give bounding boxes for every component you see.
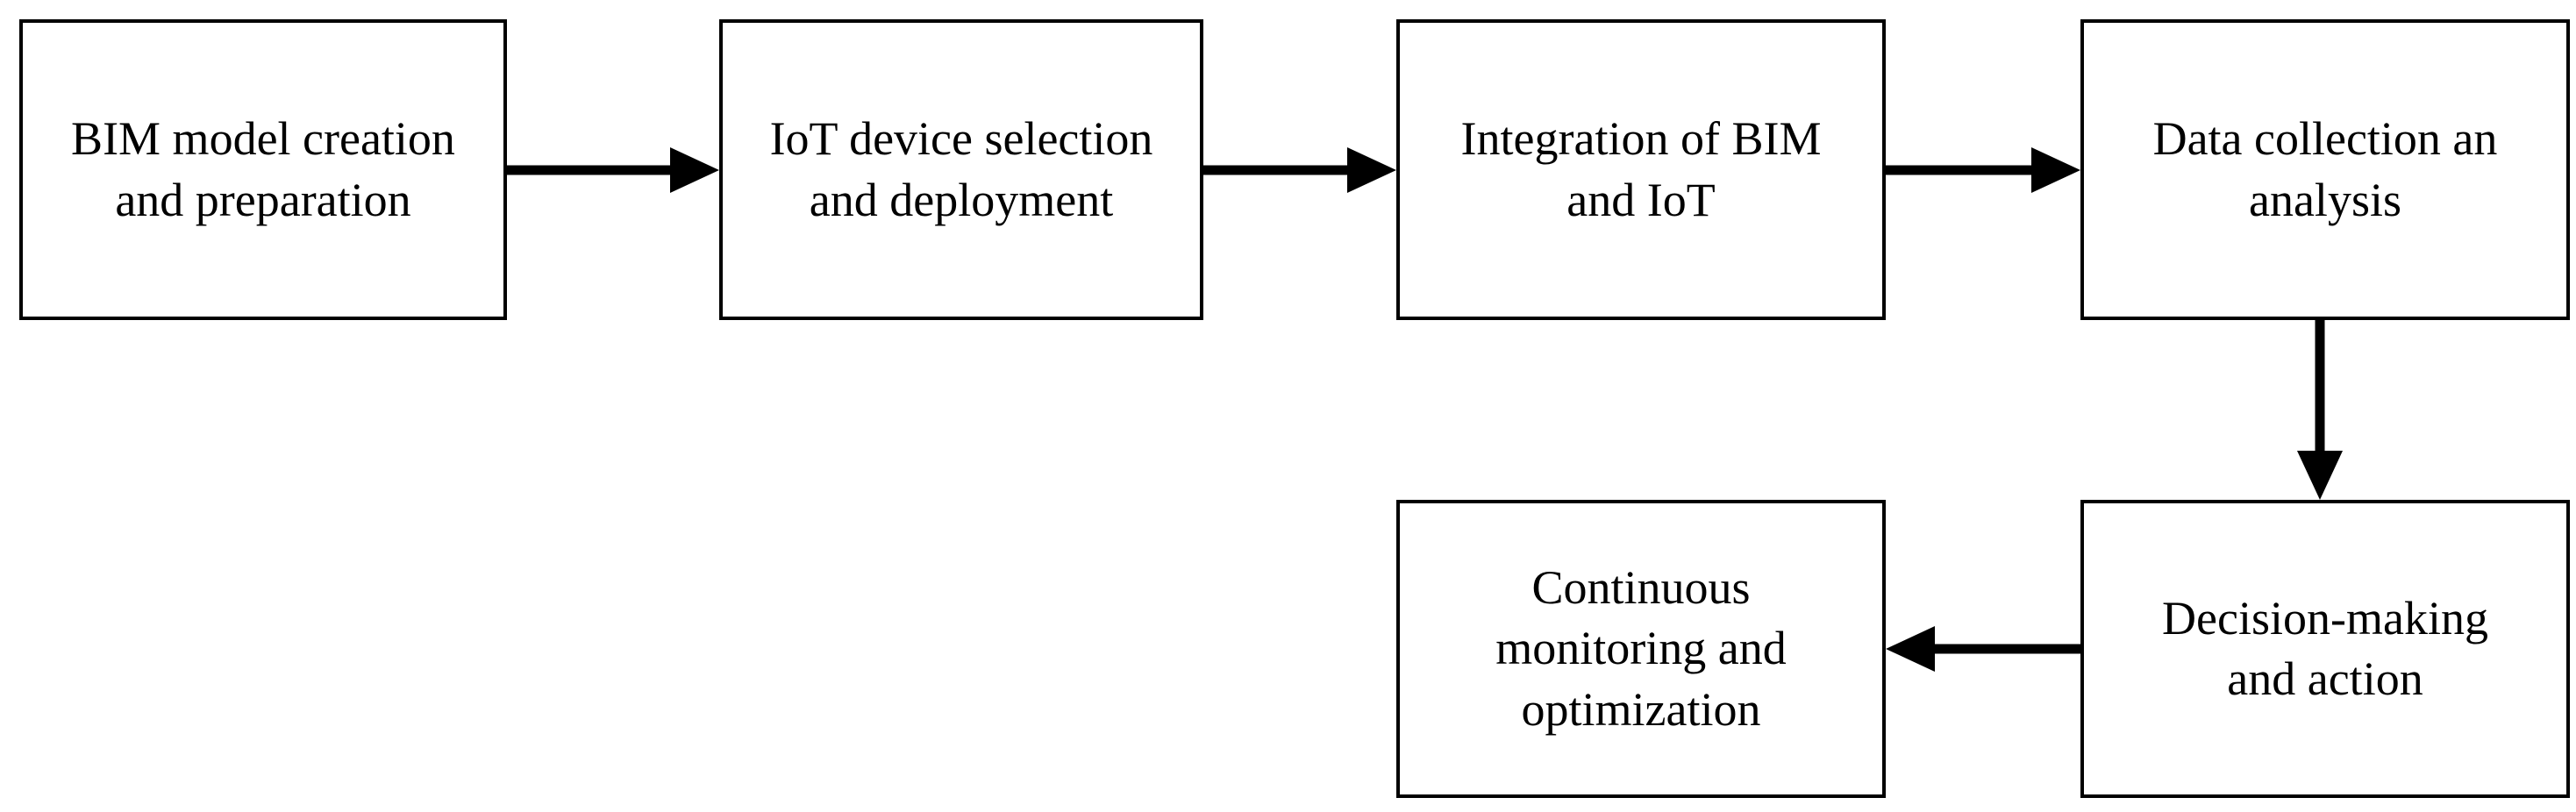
arrow-right-icon [507,147,719,193]
node-label: Continuous monitoring and optimization [1495,561,1787,736]
node-label: Data collection an analysis [2152,112,2498,226]
node-bim-model-creation[interactable]: BIM model creation and preparation [19,19,507,320]
node-decision-making-action[interactable]: Decision-making and action [2080,500,2570,798]
node-iot-device-selection[interactable]: IoT device selection and deployment [719,19,1203,320]
node-integration-bim-iot[interactable]: Integration of BIM and IoT [1396,19,1886,320]
node-label: Integration of BIM and IoT [1460,112,1822,226]
arrow-right-icon [1886,147,2080,193]
arrow-left-icon [1886,626,2080,672]
node-label: IoT device selection and deployment [769,112,1153,226]
node-data-collection-analysis[interactable]: Data collection an analysis [2080,19,2570,320]
node-continuous-monitoring[interactable]: Continuous monitoring and optimization [1396,500,1886,798]
node-label: BIM model creation and preparation [71,112,455,226]
arrow-down-icon [2297,320,2343,500]
arrow-right-icon [1203,147,1396,193]
node-label: Decision-making and action [2162,591,2488,705]
